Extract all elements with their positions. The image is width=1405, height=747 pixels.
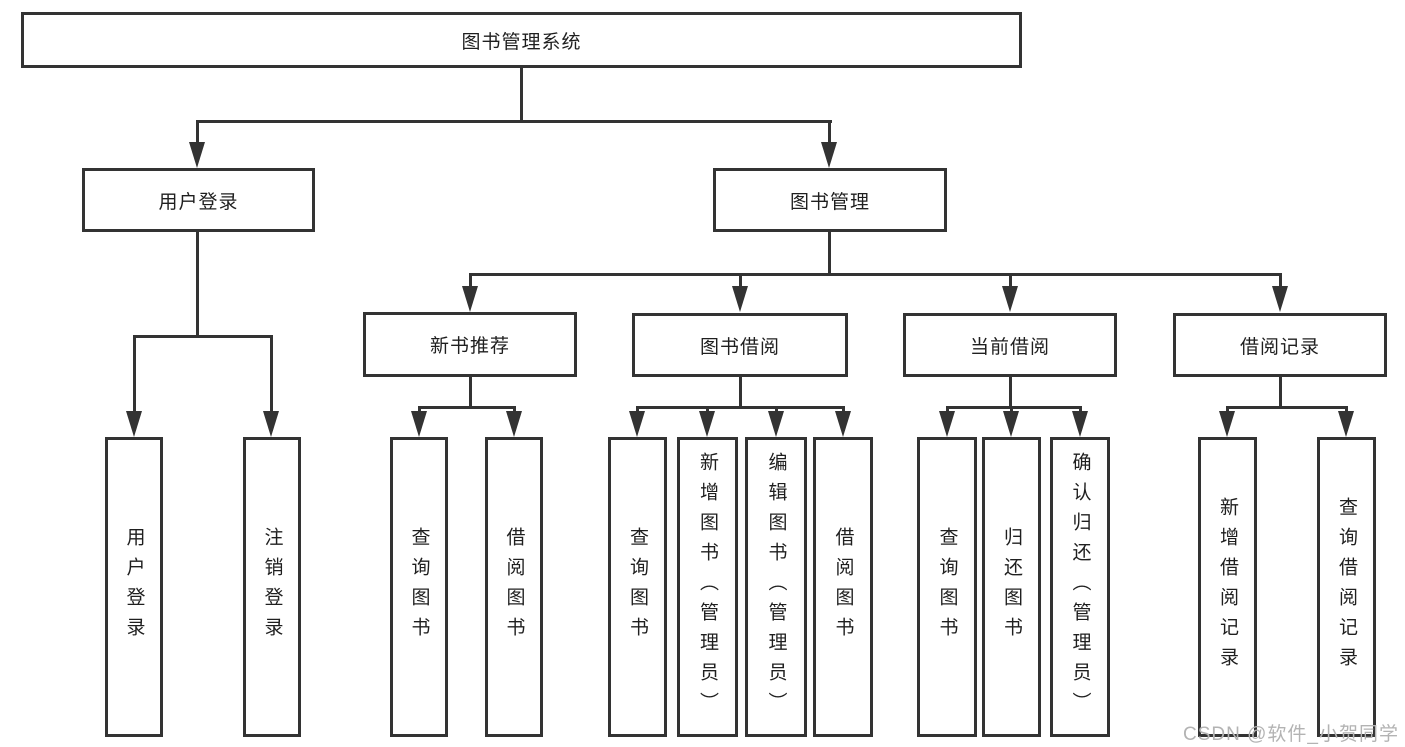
node-user-login: 用户登录: [82, 168, 315, 232]
connector-record-bar: [1226, 406, 1348, 409]
arrowhead-icon: [263, 411, 279, 437]
leaf-record-query-label: 查询借阅记录: [1336, 497, 1357, 677]
connector-user-login-stub: [196, 232, 199, 335]
leaf-recommend-query-book-label: 查询图书: [408, 527, 430, 647]
arrowhead-icon: [1272, 286, 1288, 312]
node-current-borrow: 当前借阅: [903, 313, 1117, 377]
arrowhead-icon: [189, 142, 205, 168]
connector-stem: [270, 335, 273, 431]
leaf-borrow-query-book-label: 查询图书: [627, 527, 648, 647]
arrowhead-icon: [411, 411, 427, 437]
arrowhead-icon: [1338, 411, 1354, 437]
leaf-borrow-borrow-book-label: 借阅图书: [832, 527, 854, 647]
node-new-book-recommend: 新书推荐: [363, 312, 577, 377]
node-current-borrow-label: 当前借阅: [969, 336, 1050, 358]
connector-book-mgmt-bar: [469, 273, 1282, 276]
leaf-current-return-book: 归还图书: [982, 437, 1041, 737]
arrowhead-icon: [1219, 411, 1235, 437]
leaf-borrow-borrow-book: 借阅图书: [813, 437, 873, 737]
leaf-user-login: 用户登录: [105, 437, 163, 737]
node-borrow-record-label: 借阅记录: [1239, 336, 1320, 358]
node-book-management-label: 图书管理: [789, 191, 870, 213]
connector-book-mgmt-stub: [828, 232, 831, 273]
leaf-record-query: 查询借阅记录: [1317, 437, 1376, 737]
leaf-borrow-edit-book: 编辑图书（管理员）: [745, 437, 807, 737]
connector-root-bar: [196, 120, 832, 123]
node-book-management: 图书管理: [713, 168, 947, 232]
connector-stem: [828, 120, 831, 160]
arrowhead-icon: [699, 411, 715, 437]
arrowhead-icon: [629, 411, 645, 437]
node-book-borrow-label: 图书借阅: [699, 336, 780, 358]
watermark: CSDN @软件_小贺同学: [1183, 724, 1399, 745]
leaf-recommend-query-book: 查询图书: [390, 437, 448, 737]
connector-current-bar: [946, 406, 1082, 409]
connector-borrow-bar: [636, 406, 844, 409]
arrowhead-icon: [835, 411, 851, 437]
leaf-borrow-query-book: 查询图书: [608, 437, 667, 737]
leaf-logout: 注销登录: [243, 437, 301, 737]
leaf-current-query-book: 查询图书: [917, 437, 977, 737]
leaf-record-add: 新增借阅记录: [1198, 437, 1257, 737]
node-root: 图书管理系统: [21, 12, 1022, 68]
leaf-user-login-label: 用户登录: [123, 527, 145, 647]
leaf-current-return-book-label: 归还图书: [1001, 527, 1022, 647]
leaf-record-add-label: 新增借阅记录: [1217, 497, 1238, 677]
arrowhead-icon: [1002, 286, 1018, 312]
connector-current-stub: [1009, 377, 1012, 406]
connector-record-stub: [1279, 377, 1282, 406]
arrowhead-icon: [1003, 411, 1019, 437]
node-root-label: 图书管理系统: [461, 31, 582, 53]
connector-recommend-bar: [418, 406, 516, 409]
leaf-borrow-add-book: 新增图书（管理员）: [677, 437, 738, 737]
connector-recommend-stub: [469, 377, 472, 406]
leaf-borrow-add-book-label: 新增图书（管理员）: [697, 452, 718, 722]
leaf-borrow-edit-book-label: 编辑图书（管理员）: [765, 452, 787, 722]
arrowhead-icon: [768, 411, 784, 437]
arrowhead-icon: [506, 411, 522, 437]
connector-stem: [133, 335, 136, 431]
node-user-login-label: 用户登录: [158, 191, 239, 213]
leaf-recommend-borrow-book: 借阅图书: [485, 437, 543, 737]
arrowhead-icon: [126, 411, 142, 437]
arrowhead-icon: [462, 286, 478, 312]
leaf-current-query-book-label: 查询图书: [936, 527, 958, 647]
leaf-current-confirm-return: 确认归还（管理员）: [1050, 437, 1110, 737]
connector-stem: [196, 120, 199, 160]
connector-borrow-stub: [739, 377, 742, 406]
connector-user-login-bar: [133, 335, 273, 338]
node-new-book-recommend-label: 新书推荐: [429, 336, 510, 357]
leaf-logout-label: 注销登录: [261, 527, 283, 647]
connector-root-stub: [520, 68, 523, 120]
node-book-borrow: 图书借阅: [632, 313, 848, 377]
leaf-current-confirm-return-label: 确认归还（管理员）: [1069, 452, 1091, 722]
leaf-recommend-borrow-book-label: 借阅图书: [503, 527, 525, 647]
arrowhead-icon: [732, 286, 748, 312]
arrowhead-icon: [821, 142, 837, 168]
node-borrow-record: 借阅记录: [1173, 313, 1387, 377]
arrowhead-icon: [1072, 411, 1088, 437]
arrowhead-icon: [939, 411, 955, 437]
